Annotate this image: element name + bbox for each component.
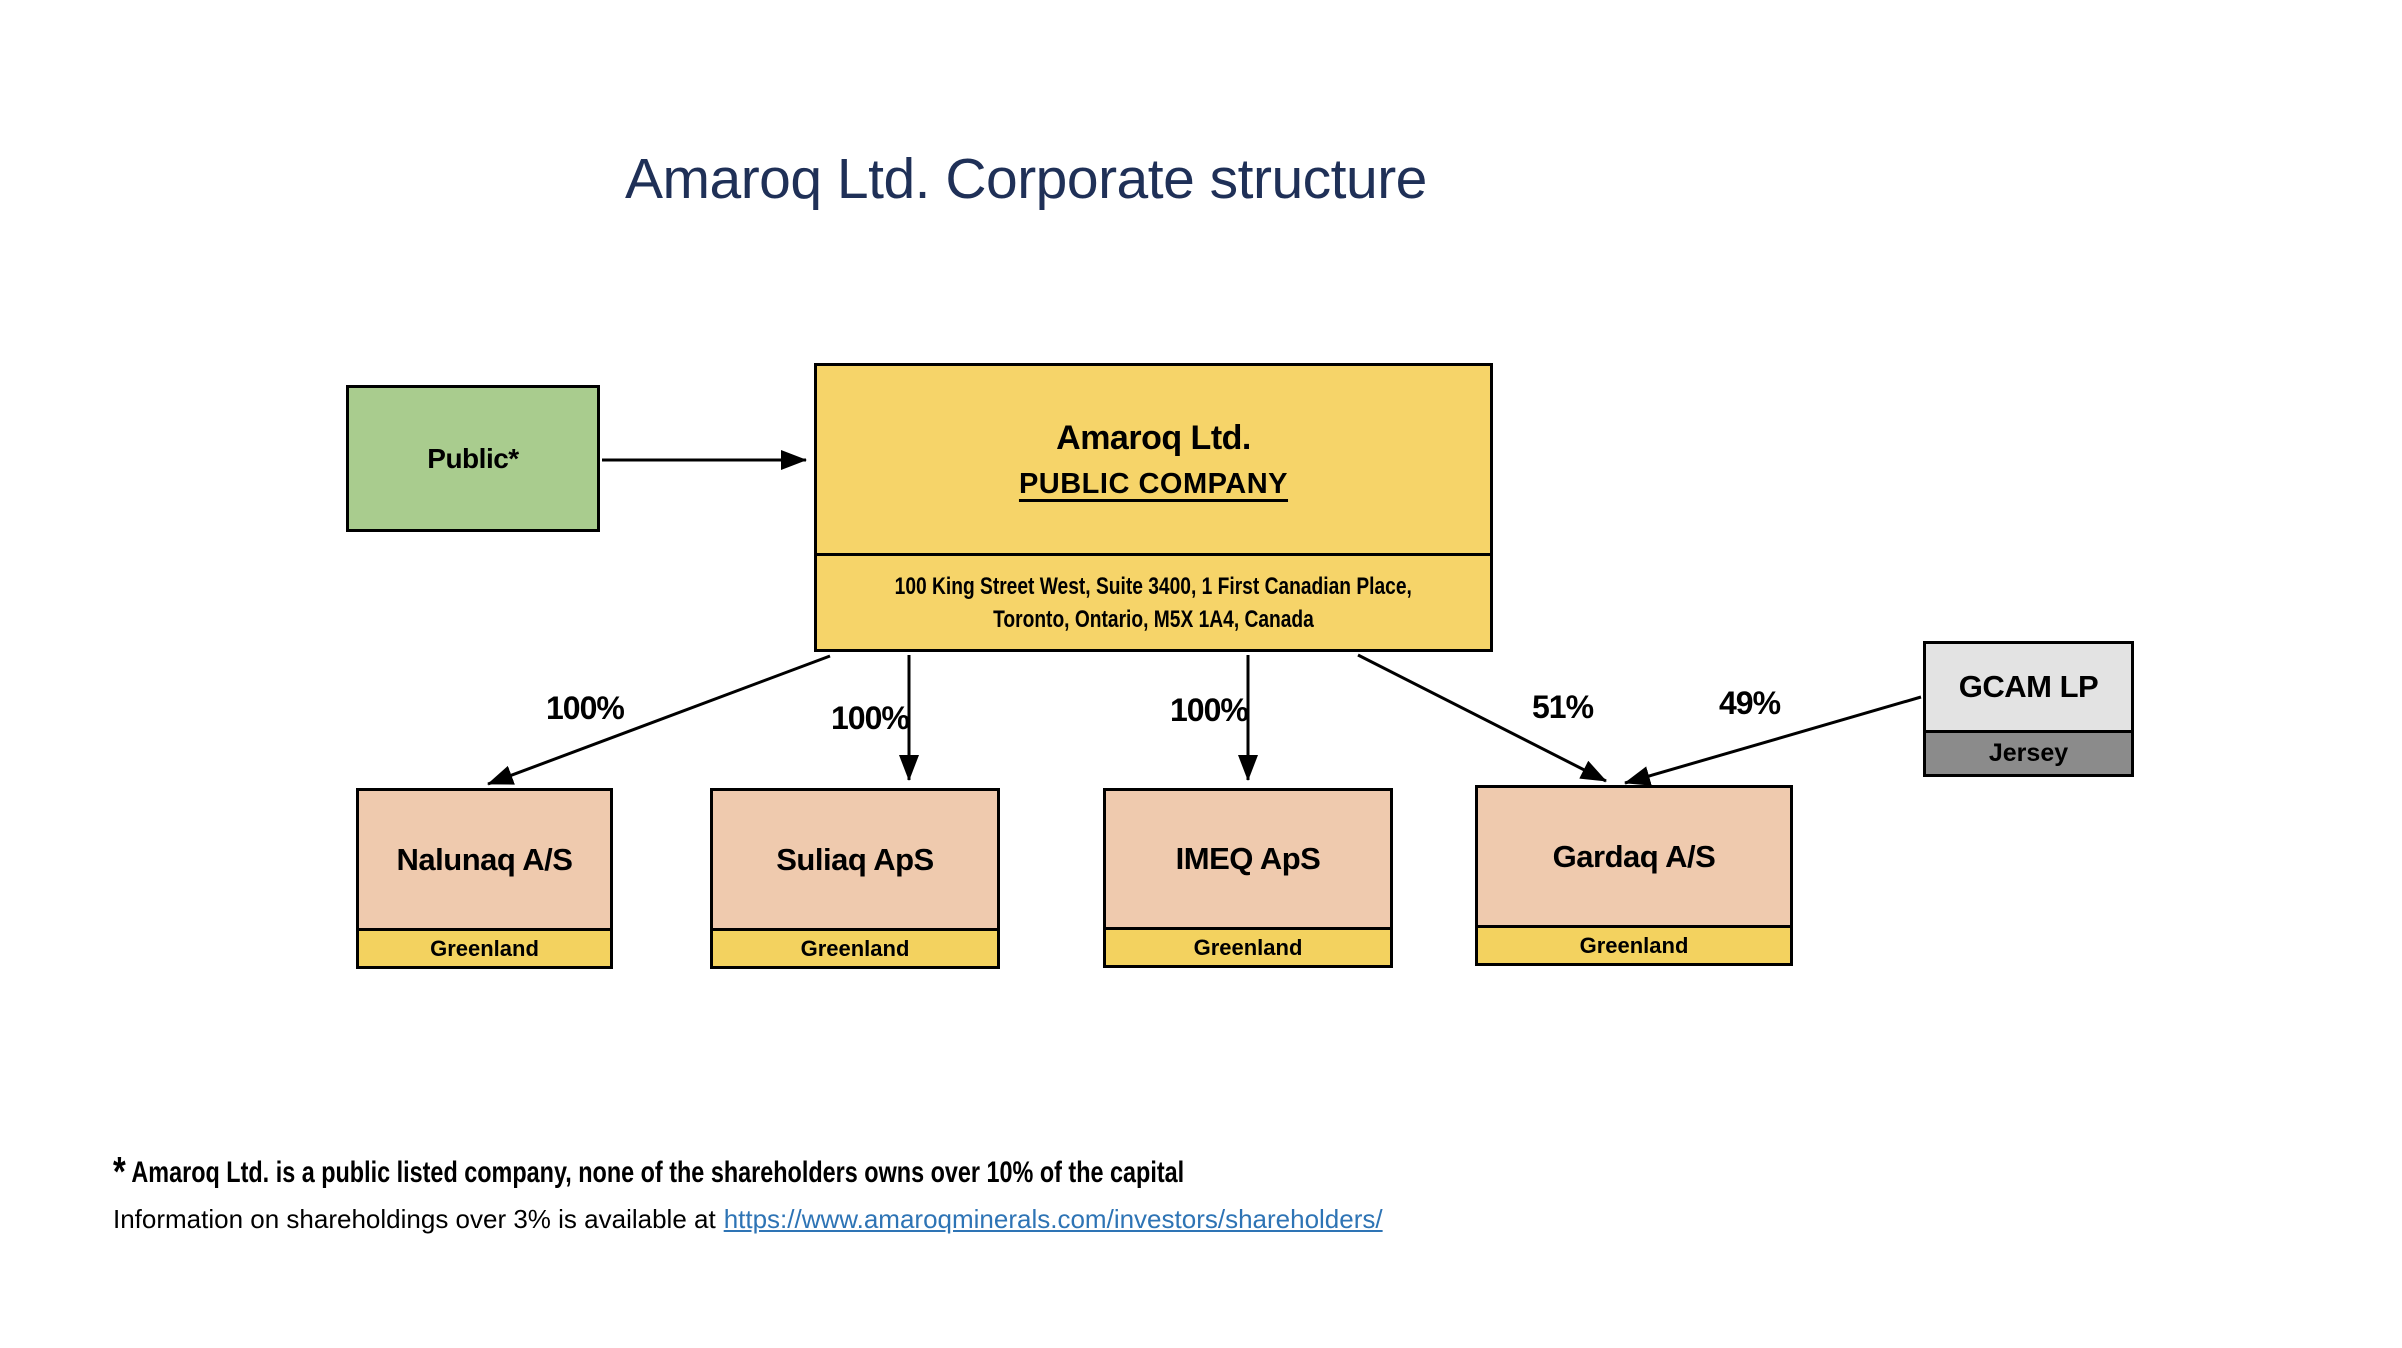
nalunaq-name: Nalunaq A/S [396, 841, 573, 877]
gcam-jurisdiction: Jersey [1926, 730, 2131, 774]
footnote-line2: Information on shareholdings over 3% is … [113, 1199, 1813, 1239]
amaroq-address-section: 100 King Street West, Suite 3400, 1 Firs… [817, 553, 1490, 649]
footnote: * Amaroq Ltd. is a public listed company… [113, 1150, 1813, 1239]
edge-amaroq-to-nalunaq [487, 654, 831, 786]
node-suliaq: Suliaq ApS Greenland [710, 788, 1000, 969]
public-label: Public* [427, 442, 519, 474]
suliaq-jurisdiction: Greenland [713, 928, 997, 966]
edge-gcam-to-gardaq [1624, 695, 1922, 786]
node-imeq: IMEQ ApS Greenland [1103, 788, 1393, 968]
footnote-line1-text: Amaroq Ltd. is a public listed company, … [125, 1156, 1185, 1189]
ownership-label-nalunaq: 100% [546, 690, 625, 726]
footnote-asterisk: * [113, 1148, 126, 1195]
gardaq-name: Gardaq A/S [1552, 838, 1716, 874]
imeq-jurisdiction: Greenland [1106, 927, 1390, 965]
gcam-name: GCAM LP [1958, 669, 2099, 704]
nalunaq-jurisdiction: Greenland [359, 928, 610, 966]
shareholders-link[interactable]: https://www.amaroqminerals.com/investors… [723, 1204, 1383, 1234]
amaroq-address-line2: Toronto, Ontario, M5X 1A4, Canada [993, 605, 1314, 633]
edge-amaroq-to-gardaq [1357, 653, 1607, 783]
node-public: Public* [346, 385, 600, 532]
amaroq-subtitle: PUBLIC COMPANY [1018, 467, 1289, 500]
node-gardaq: Gardaq A/S Greenland [1475, 785, 1793, 966]
ownership-label-imeq: 100% [1170, 692, 1249, 728]
amaroq-name: Amaroq Ltd. [1056, 418, 1251, 457]
suliaq-name: Suliaq ApS [776, 841, 934, 877]
gardaq-jurisdiction: Greenland [1478, 925, 1790, 963]
amaroq-address-line1: 100 King Street West, Suite 3400, 1 Firs… [894, 572, 1413, 600]
footnote-line1: * Amaroq Ltd. is a public listed company… [113, 1150, 1184, 1195]
ownership-label-gardaq-gcam: 49% [1719, 685, 1781, 721]
node-gcam: GCAM LP Jersey [1923, 641, 2134, 777]
node-amaroq: Amaroq Ltd. PUBLIC COMPANY 100 King Stre… [814, 363, 1493, 652]
node-nalunaq: Nalunaq A/S Greenland [356, 788, 613, 969]
ownership-label-suliaq: 100% [831, 700, 910, 736]
ownership-label-gardaq-amaroq: 51% [1532, 689, 1594, 725]
footnote-line2-text: Information on shareholdings over 3% is … [113, 1204, 716, 1234]
imeq-name: IMEQ ApS [1175, 841, 1321, 876]
page-title: Amaroq Ltd. Corporate structure [625, 147, 1427, 211]
amaroq-title-section: Amaroq Ltd. PUBLIC COMPANY [817, 366, 1490, 553]
